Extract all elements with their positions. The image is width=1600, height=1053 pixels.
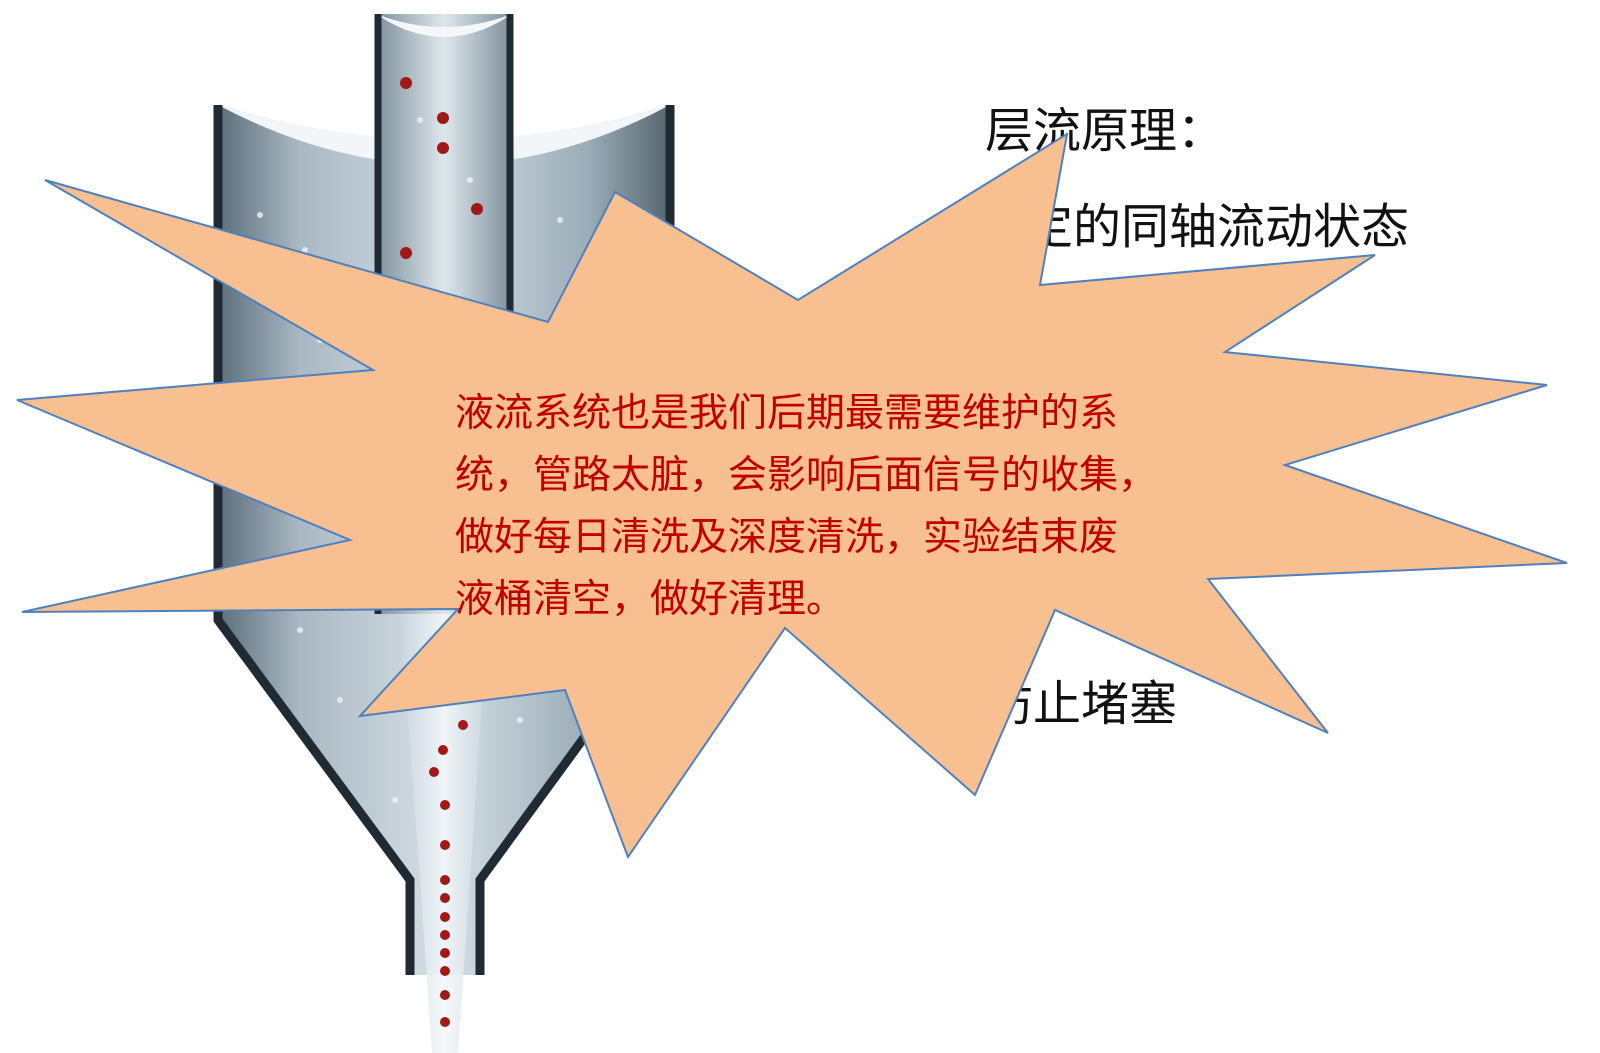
callout-line-4: 液桶清空，做好清理。 — [455, 577, 846, 622]
slide-title: 层流原理： — [985, 103, 1226, 159]
callout-line-3: 做好每日清洗及深度清洗，实验结束废 — [455, 515, 1119, 560]
callout-line-1: 液流系统也是我们后期最需要维护的系 — [455, 391, 1119, 436]
slide-line-coaxial: 定的同轴流动状态 — [1025, 199, 1410, 255]
callout-line-2: 统，管路太脏，会影响后面信号的收集， — [455, 453, 1158, 498]
callout-message: 液流系统也是我们后期最需要维护的系 统，管路太脏，会影响后面信号的收集， 做好每… — [455, 383, 1325, 631]
